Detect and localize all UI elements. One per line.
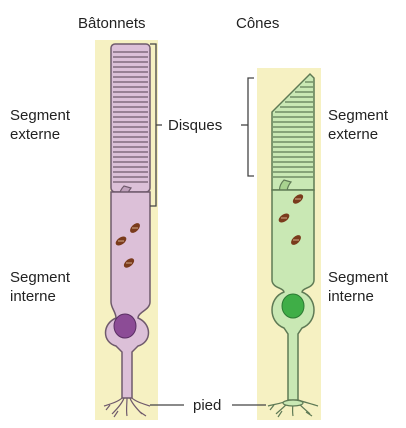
label-inner-segment-left: Segment interne	[10, 268, 70, 306]
label-foot: pied	[193, 396, 221, 415]
label-inner-segment-left-line2: interne	[10, 287, 70, 306]
rod-outer-segment	[111, 44, 150, 192]
title-cones: Cônes	[236, 14, 279, 33]
label-outer-segment-left-line1: Segment	[10, 106, 70, 125]
label-inner-segment-right-line1: Segment	[328, 268, 388, 287]
label-inner-segment-right: Segment interne	[328, 268, 388, 306]
cone-discs-bracket	[248, 78, 254, 176]
label-inner-segment-right-line2: interne	[328, 287, 388, 306]
label-discs: Disques	[168, 116, 222, 135]
label-outer-segment-left: Segment externe	[10, 106, 70, 144]
label-outer-segment-right-line2: externe	[328, 125, 388, 144]
label-outer-segment-left-line2: externe	[10, 125, 70, 144]
title-rods: Bâtonnets	[78, 14, 146, 33]
cone-nucleus	[282, 294, 304, 318]
rod-discs	[113, 52, 148, 182]
rod-nucleus	[114, 314, 136, 338]
label-outer-segment-right: Segment externe	[328, 106, 388, 144]
label-outer-segment-right-line1: Segment	[328, 106, 388, 125]
label-inner-segment-left-line1: Segment	[10, 268, 70, 287]
